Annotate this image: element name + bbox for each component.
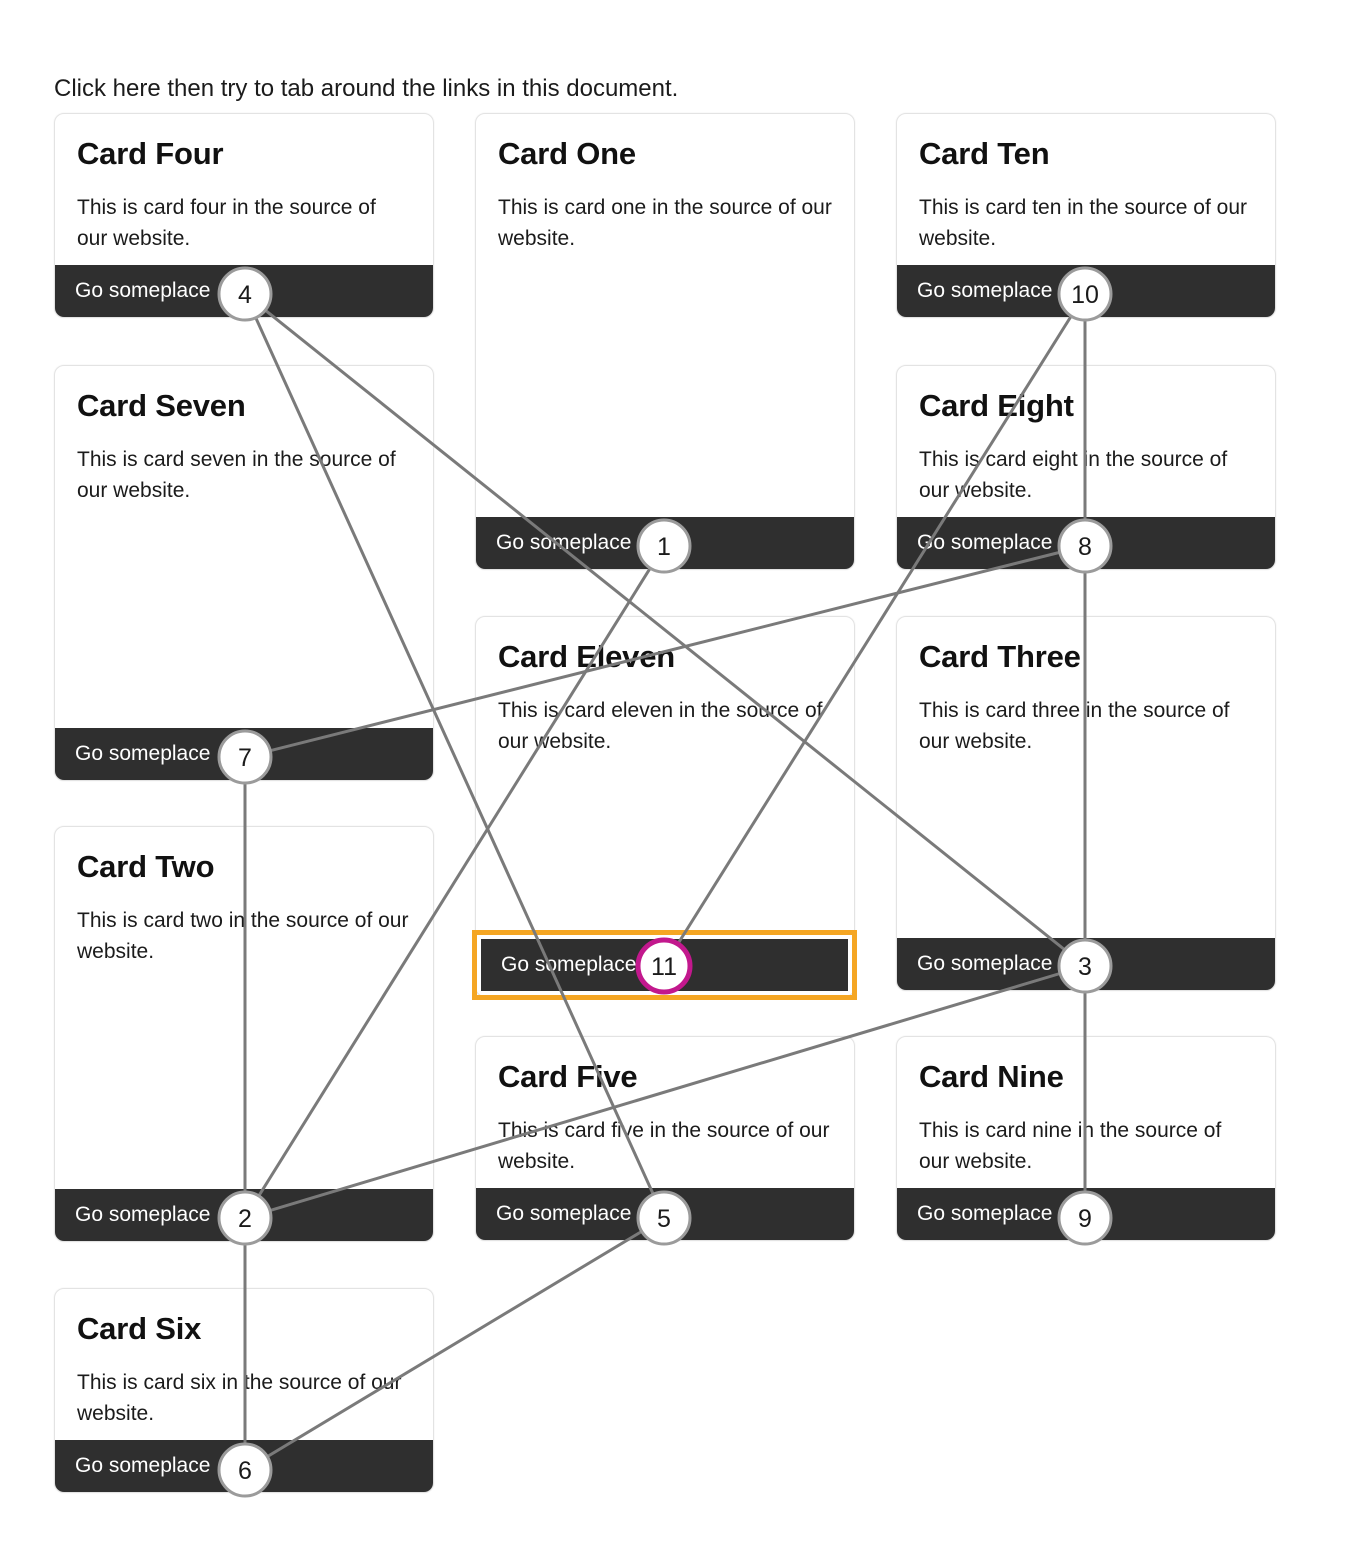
card-nine-text: This is card nine in the source of our w… bbox=[919, 1119, 1222, 1173]
card-six-title: Card Six bbox=[77, 1311, 202, 1346]
card-one-link[interactable]: Go someplace bbox=[496, 531, 632, 554]
card-seven-text: This is card seven in the source of our … bbox=[77, 448, 396, 502]
card-nine-footer: Go someplace bbox=[897, 1188, 1275, 1240]
card-three-title: Card Three bbox=[919, 639, 1081, 674]
card-ten-footer: Go someplace bbox=[897, 265, 1275, 317]
card-one-title: Card One bbox=[498, 136, 636, 171]
card-three-text: This is card three in the source of our … bbox=[919, 699, 1230, 753]
card-eight-link[interactable]: Go someplace bbox=[917, 531, 1053, 554]
card-four-footer: Go someplace bbox=[55, 265, 433, 317]
card-eleven-link[interactable]: Go someplace bbox=[501, 953, 637, 976]
card-five-link[interactable]: Go someplace bbox=[496, 1202, 632, 1225]
card-eight-title: Card Eight bbox=[919, 388, 1074, 423]
card-eleven-footer: Go someplace bbox=[472, 930, 857, 1000]
card-eleven-title: Card Eleven bbox=[498, 639, 675, 674]
card-one-text: This is card one in the source of our we… bbox=[498, 196, 832, 250]
card-two-text: This is card two in the source of our we… bbox=[77, 909, 409, 963]
card-three-link[interactable]: Go someplace bbox=[917, 952, 1053, 975]
card-three-footer: Go someplace bbox=[897, 938, 1275, 990]
card-two-link[interactable]: Go someplace bbox=[75, 1203, 211, 1226]
card-one-footer: Go someplace bbox=[476, 517, 854, 569]
card-six-footer: Go someplace bbox=[55, 1440, 433, 1492]
card-five-text: This is card five in the source of our w… bbox=[498, 1119, 830, 1173]
card-seven-link[interactable]: Go someplace bbox=[75, 742, 211, 765]
card-seven-footer: Go someplace bbox=[55, 728, 433, 780]
card-six-text: This is card six in the source of our we… bbox=[77, 1371, 402, 1425]
card-eleven-text: This is card eleven in the source of our… bbox=[498, 699, 823, 753]
card-four-text: This is card four in the source of our w… bbox=[77, 196, 376, 250]
card-ten-title: Card Ten bbox=[919, 136, 1050, 171]
page-instruction: Click here then try to tab around the li… bbox=[54, 75, 679, 102]
card-six-link[interactable]: Go someplace bbox=[75, 1454, 211, 1477]
card-four-link[interactable]: Go someplace bbox=[75, 279, 211, 302]
card-ten-text: This is card ten in the source of our we… bbox=[919, 196, 1247, 250]
card-seven-title: Card Seven bbox=[77, 388, 246, 423]
card-eight-footer: Go someplace bbox=[897, 517, 1275, 569]
card-four-title: Card Four bbox=[77, 136, 224, 171]
card-nine-link[interactable]: Go someplace bbox=[917, 1202, 1053, 1225]
card-ten-link[interactable]: Go someplace bbox=[917, 279, 1053, 302]
card-two-footer: Go someplace bbox=[55, 1189, 433, 1241]
card-eight-text: This is card eight in the source of our … bbox=[919, 448, 1228, 502]
card-two-title: Card Two bbox=[77, 849, 215, 884]
card-five-title: Card Five bbox=[498, 1059, 638, 1094]
card-five-footer: Go someplace bbox=[476, 1188, 854, 1240]
card-nine-title: Card Nine bbox=[919, 1059, 1064, 1094]
